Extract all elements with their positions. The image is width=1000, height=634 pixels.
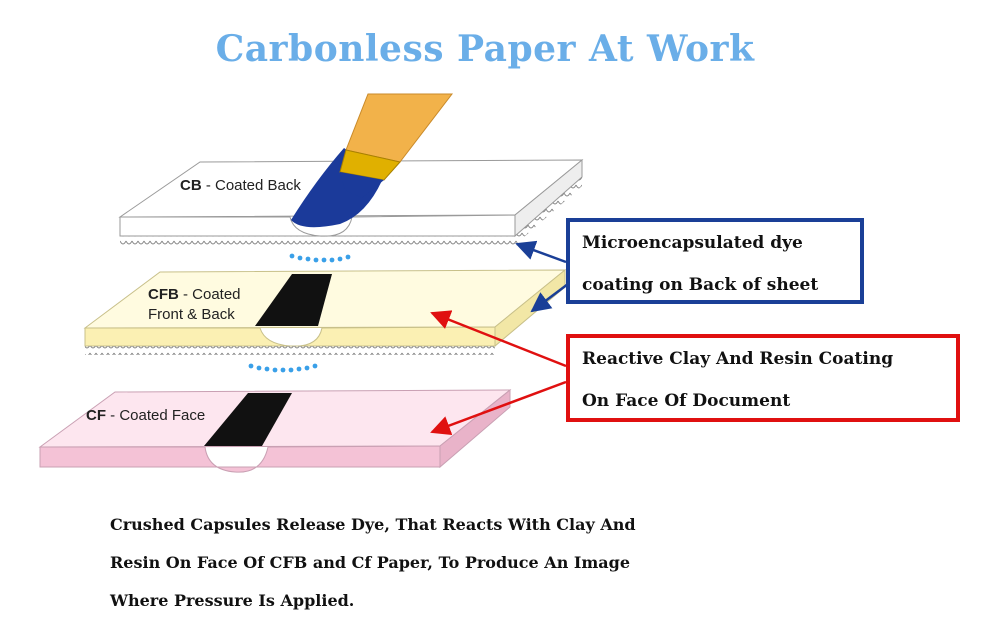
cfb-sheet-label-line2: Front & Back [148, 306, 235, 323]
arrow-to-cf-face [430, 380, 567, 436]
caption-line: Resin On Face Of CFB and Cf Paper, To Pr… [110, 553, 631, 572]
callout-line: Reactive Clay And Resin Coating [582, 349, 894, 369]
reactive-clay-callout: Reactive Clay And Resin Coating On Face … [566, 334, 960, 422]
arrow-to-cfb-coating [530, 283, 569, 313]
cf-sheet: CF - Coated Face [38, 388, 512, 473]
callout-line: Microencapsulated dye [582, 233, 803, 253]
cfb-sheet: CFB - Coated Front & Back [83, 268, 567, 373]
diagram-caption: Crushed Capsules Release Dye, That React… [110, 506, 810, 620]
arrow-to-cfb-face [430, 310, 567, 368]
microencapsulated-dye-callout: Microencapsulated dye coating on Back of… [566, 218, 864, 304]
cb-sheet-label: CB - Coated Back [180, 177, 301, 194]
pen-icon [339, 93, 454, 198]
capsule-drops-lower [248, 363, 318, 373]
cf-sheet-label: CF - Coated Face [86, 407, 205, 424]
cf-image-mark [204, 393, 292, 446]
capsule-drops-upper [289, 253, 351, 263]
caption-line: Crushed Capsules Release Dye, That React… [110, 515, 636, 534]
callout-arrows [430, 240, 569, 436]
cfb-image-mark [255, 274, 332, 326]
caption-line: Where Pressure Is Applied. [110, 591, 355, 610]
arrow-to-cb-coating [515, 240, 567, 264]
callout-line: coating on Back of sheet [582, 275, 819, 295]
callout-line: On Face Of Document [582, 391, 791, 411]
cfb-sheet-label-line1: CFB - Coated [148, 286, 241, 303]
diagram-title: Carbonless Paper At Work [215, 28, 755, 70]
